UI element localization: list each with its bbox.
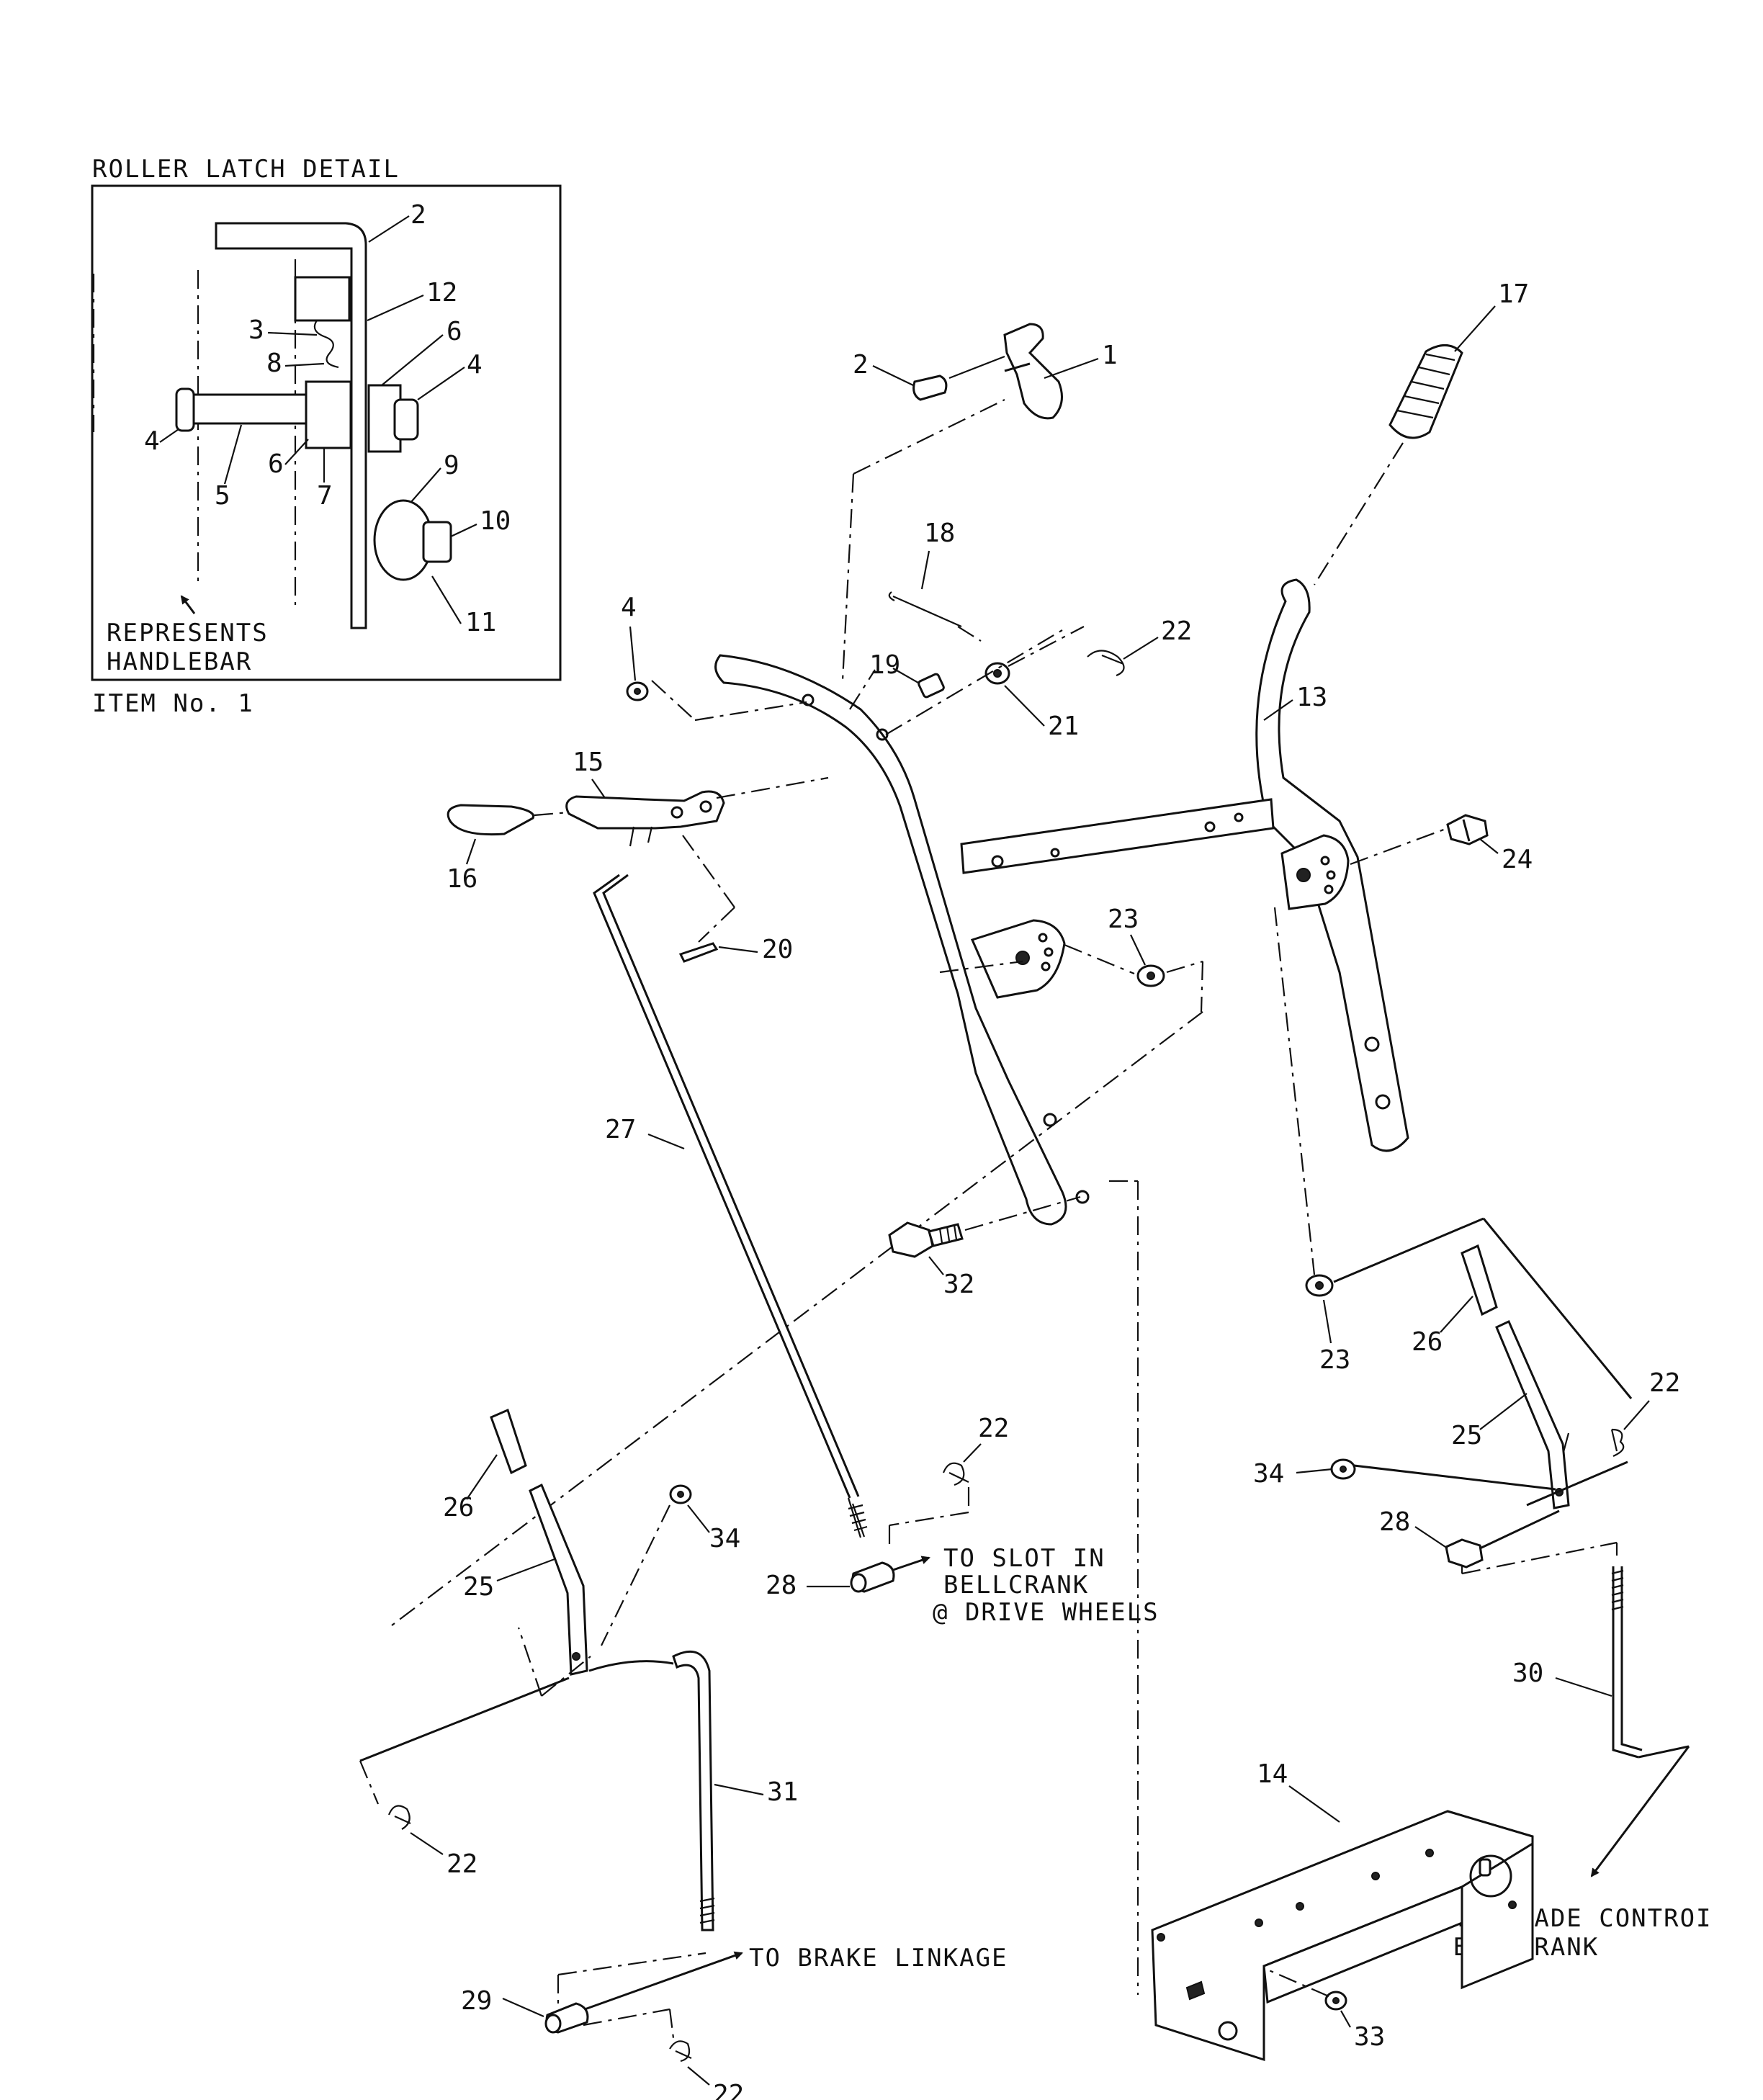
part-mounting-bracket: [1151, 1810, 1534, 2062]
part-pin-20: [678, 942, 719, 963]
part-crossbar: [960, 798, 1275, 874]
detail-note-line2: HANDLEBAR: [107, 647, 252, 676]
detail-callout-9: 9: [444, 451, 459, 480]
part-right-lever: [1495, 1319, 1570, 1509]
part-bolt-24: [1446, 814, 1489, 845]
part-connector-28: [850, 1561, 895, 1593]
detail-callout-6a: 6: [447, 317, 462, 346]
part-hairpin-middle: [942, 1462, 969, 1486]
callout-25b: 25: [1451, 1421, 1482, 1450]
bellcrank-note-line2: BELLCRANK: [943, 1571, 1089, 1599]
part-bolt-32: [888, 1221, 964, 1258]
roller-shaft: [175, 380, 419, 453]
part-lever-grip: [447, 804, 535, 836]
part-bolt-28-right: [1445, 1538, 1484, 1569]
detail-callout-6b: 6: [268, 449, 284, 479]
detail-callout-3: 3: [248, 315, 264, 345]
detail-callout-4a: 4: [467, 350, 483, 380]
part-hairpin-lower-left: [387, 1805, 411, 1830]
detail-callout-7: 7: [317, 481, 333, 511]
part-grip: [1389, 344, 1463, 439]
callout-15: 15: [573, 748, 604, 777]
callout-23a: 23: [1108, 905, 1139, 934]
callout-2: 2: [853, 350, 869, 380]
detail-caption: ITEM No. 1: [92, 689, 254, 718]
callout-19: 19: [869, 650, 900, 680]
callout-25a: 25: [463, 1572, 494, 1602]
callout-22a: 22: [1161, 616, 1192, 646]
callout-23b: 23: [1319, 1345, 1350, 1375]
roller-wheel: [373, 499, 452, 581]
callout-21: 21: [1048, 712, 1079, 741]
callout-26a: 26: [443, 1493, 474, 1522]
part-connector-29: [544, 2002, 589, 2034]
detail-callout-2: 2: [411, 200, 426, 230]
callout-4: 4: [621, 593, 637, 622]
part-drive-rod: [593, 874, 868, 1538]
latch-plate: [215, 222, 367, 629]
callout-33: 33: [1354, 2022, 1385, 2052]
detail-callouts: 2 12 3 6 8 4 4 5 6 7 9 10 11: [144, 200, 511, 637]
callout-34b: 34: [1253, 1459, 1284, 1489]
part-hairpin-top: [1087, 650, 1125, 677]
detail-callout-8: 8: [266, 349, 282, 378]
callout-22c: 22: [447, 1849, 477, 1879]
part-hairpin-bottom: [669, 2040, 692, 2063]
roller-latch-detail: ROLLER LATCH DETAIL 2 12: [91, 155, 562, 718]
callout-22d: 22: [713, 2080, 744, 2100]
callout-26b: 26: [1412, 1327, 1443, 1357]
detail-callout-11: 11: [465, 608, 496, 637]
callout-1: 1: [1102, 341, 1118, 370]
part-hairpin-right: [1610, 1428, 1625, 1458]
callout-16: 16: [447, 864, 477, 894]
callout-31: 31: [767, 1777, 798, 1807]
part-roller-latch: [912, 323, 1063, 420]
part-right-lever-cap: [1461, 1244, 1498, 1316]
part-right-handle: [1255, 578, 1409, 1152]
part-clevis-pin: [888, 591, 962, 628]
part-left-lever-cap: [490, 1408, 527, 1475]
callout-13: 13: [1296, 683, 1327, 712]
detail-note-line1: REPRESENTS: [107, 619, 269, 647]
callout-29: 29: [461, 1986, 492, 2016]
callout-18: 18: [924, 519, 955, 548]
detail-frame: [91, 184, 562, 681]
callout-22b: 22: [978, 1414, 1009, 1443]
callout-34a: 34: [709, 1524, 740, 1553]
detail-callout-5: 5: [215, 481, 230, 511]
part-lever: [565, 790, 725, 847]
brake-note: TO BRAKE LINKAGE: [749, 1944, 1008, 1973]
detail-title: ROLLER LATCH DETAIL: [92, 155, 400, 184]
callout-30: 30: [1512, 1659, 1543, 1688]
callout-27: 27: [605, 1115, 636, 1144]
callout-14: 14: [1257, 1759, 1288, 1789]
part-blade-rod: [1611, 1566, 1690, 1759]
part-left-handle: [714, 654, 1090, 1226]
callout-20: 20: [762, 935, 793, 964]
bellcrank-note-line1: TO SLOT IN: [943, 1544, 1105, 1573]
detail-callout-4b: 4: [144, 426, 160, 456]
callout-17: 17: [1498, 279, 1529, 309]
callout-28b: 28: [1379, 1507, 1410, 1537]
callout-24: 24: [1502, 845, 1533, 874]
bellcrank-note-line3: @ DRIVE WHEELS: [933, 1598, 1159, 1627]
detail-callout-12: 12: [426, 278, 457, 308]
part-brake-rod: [588, 1650, 715, 1931]
callout-22e: 22: [1649, 1368, 1680, 1398]
detail-callout-10: 10: [480, 506, 511, 536]
part-spacer: [918, 673, 945, 699]
part-left-lever: [529, 1483, 588, 1676]
callout-32: 32: [943, 1270, 974, 1299]
handlebar-arrow: [180, 595, 196, 614]
callout-28a: 28: [766, 1571, 797, 1600]
